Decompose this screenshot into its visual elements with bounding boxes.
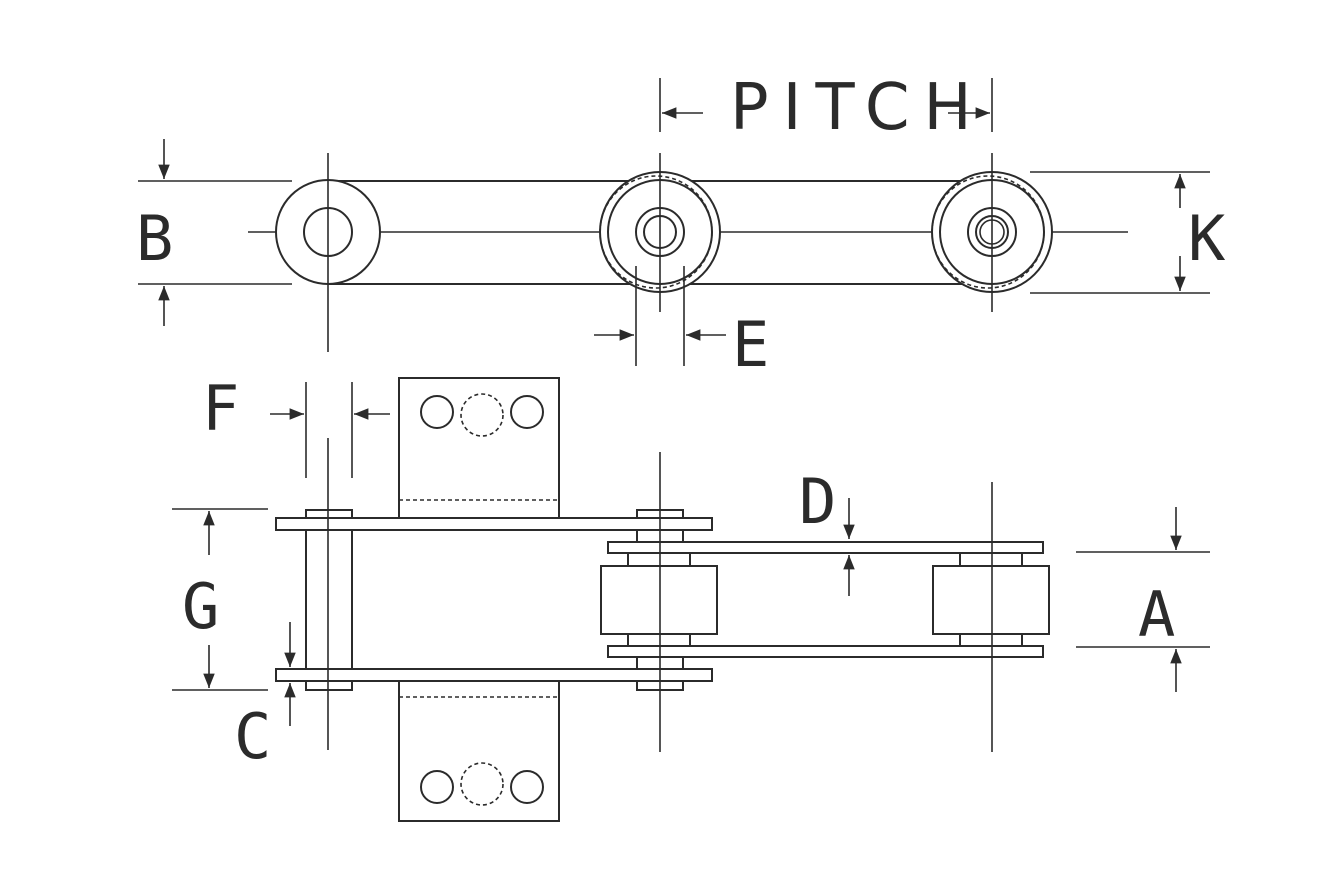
d-dimension: D [799, 465, 855, 596]
top-view: F G C D A [172, 372, 1210, 822]
d-label: D [799, 465, 836, 538]
e-label: E [732, 308, 769, 381]
side-view: PITCH B K E [136, 71, 1226, 381]
g-label: G [182, 570, 219, 643]
e-dimension: E [594, 266, 769, 381]
outer-plate-top [275, 517, 713, 531]
pitch-label: PITCH [730, 71, 986, 145]
lower-attachment [398, 680, 560, 822]
f-dimension: F [202, 372, 390, 478]
outer-plate-bottom [275, 668, 713, 682]
middle-roller [600, 552, 718, 647]
inner-plate-top [607, 541, 1044, 554]
a-dimension: A [1076, 507, 1210, 692]
k-dimension: K [1030, 171, 1226, 294]
a-label: A [1138, 578, 1175, 651]
upper-attachment [398, 377, 560, 519]
left-pin [305, 509, 353, 691]
k-label: K [1188, 202, 1226, 275]
b-dimension: B [136, 139, 292, 326]
pitch-dimension: PITCH [659, 71, 993, 145]
c-label: C [234, 700, 271, 773]
f-label: F [202, 372, 239, 445]
inner-plate-bottom [607, 645, 1044, 658]
right-roller [932, 552, 1050, 647]
g-dimension: G [172, 508, 268, 691]
c-dimension: C [234, 622, 296, 773]
b-label: B [136, 202, 173, 275]
